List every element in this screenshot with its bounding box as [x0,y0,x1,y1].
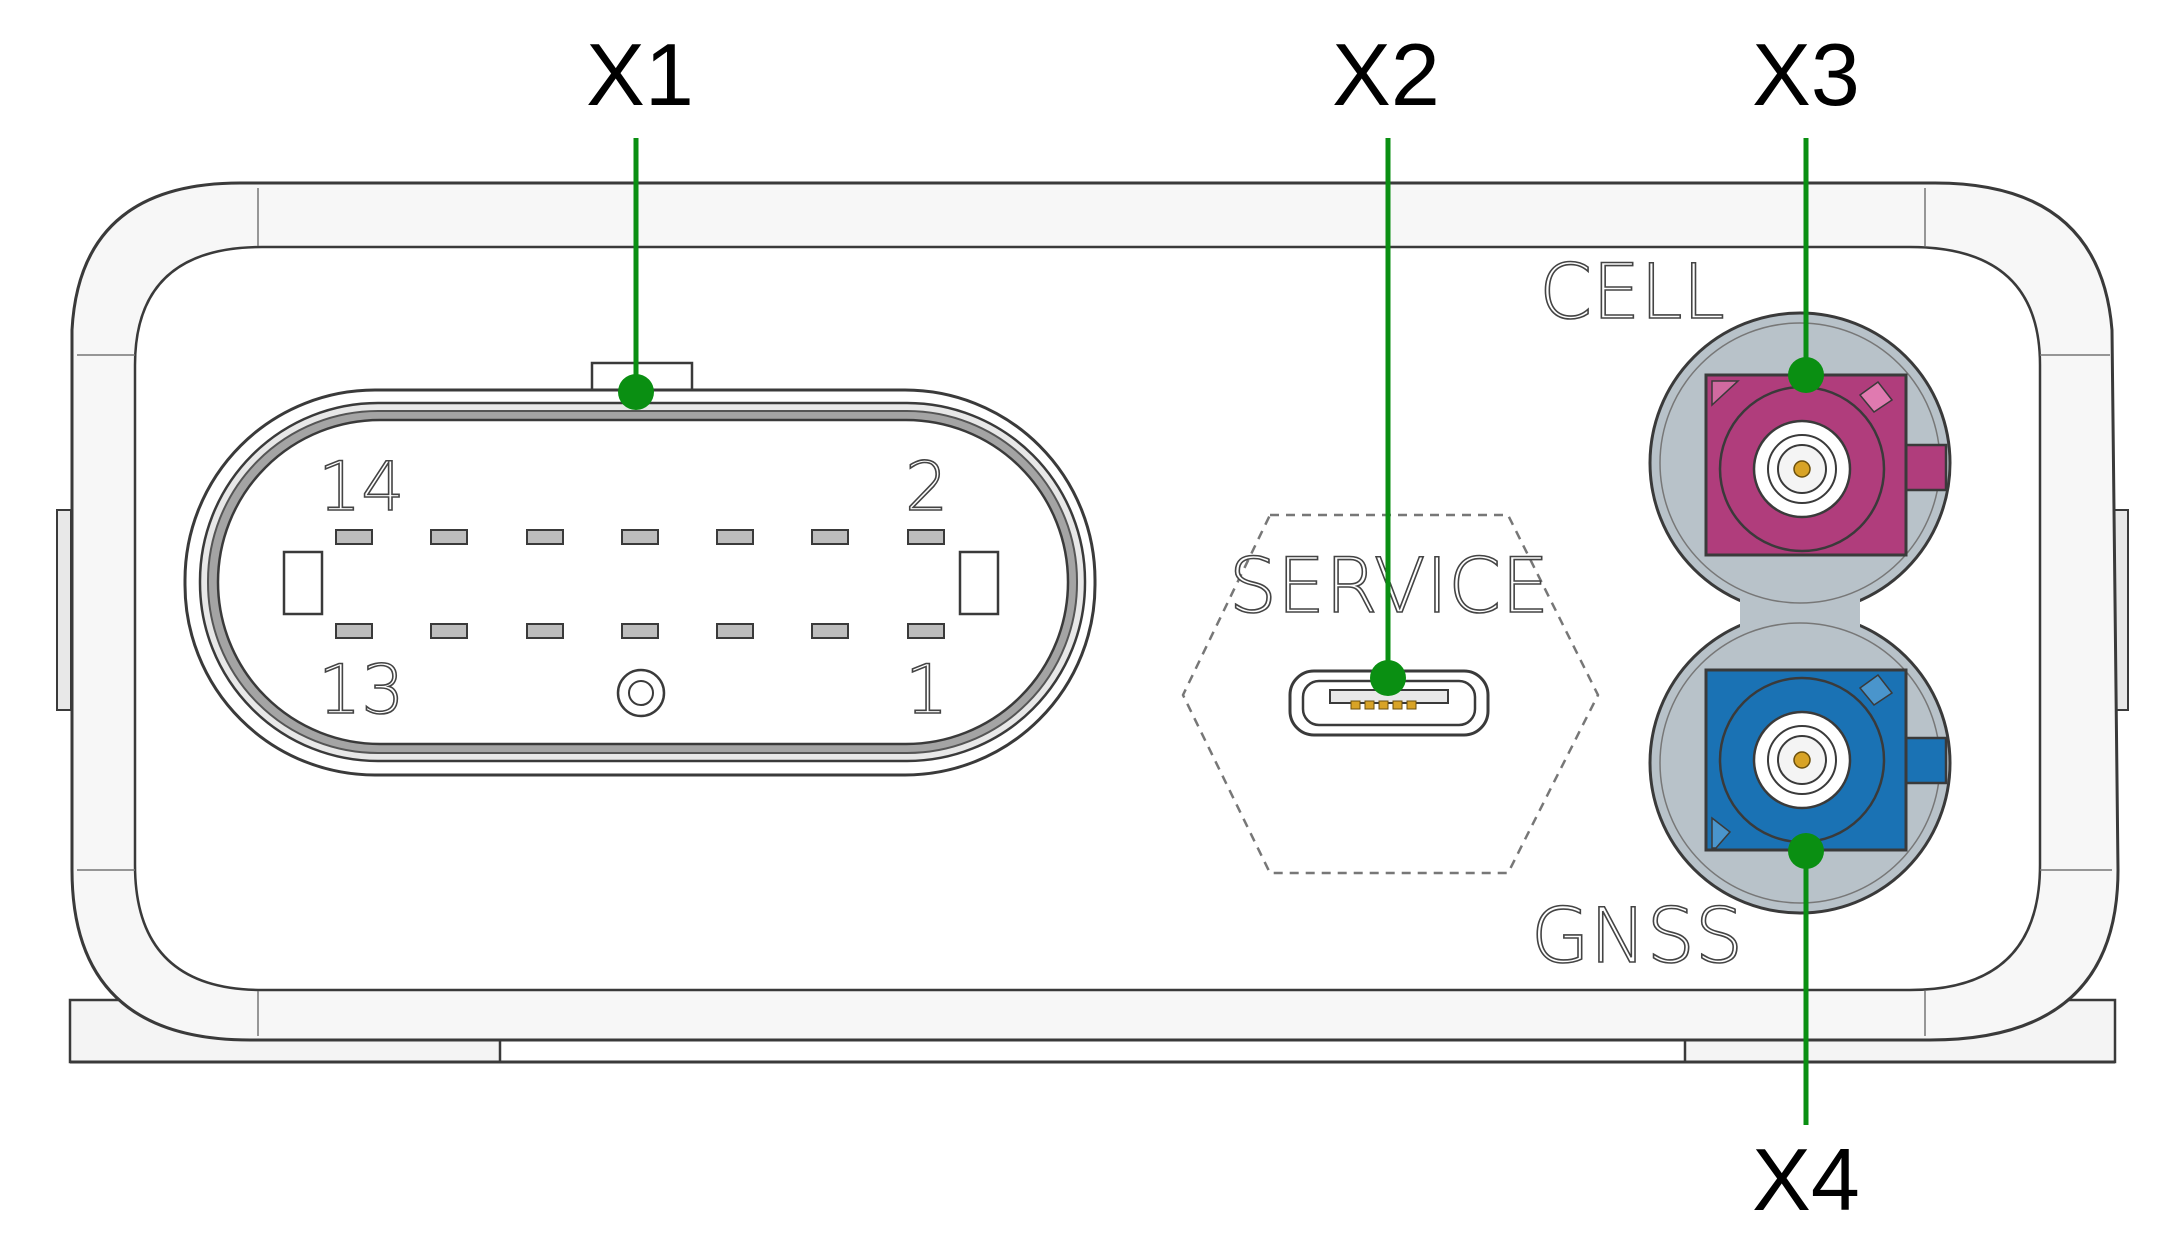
x1-pin [621,529,659,545]
x1-pin-face [216,418,1070,746]
x1-pin-label-2: 2 [905,448,948,527]
x1-pin [526,623,564,639]
x4-gnss-connector [1704,668,1948,852]
x1-pin-row-bottom [335,623,945,639]
x2-leader-dot [1370,660,1406,696]
x1-pin [716,529,754,545]
service-dashed-hexagon [1181,513,1600,875]
x1-pin-row-top [335,529,945,545]
x1-pin [526,529,564,545]
x3-center-pin [1793,460,1811,478]
x4-key-tab [1904,736,1948,785]
callout-leaders [618,138,1824,1125]
x1-pin [335,623,373,639]
x1-pin [621,623,659,639]
x1-pin [716,623,754,639]
x1-pin [811,623,849,639]
x1-pin [335,529,373,545]
rf-connector-sockets: CELL GNSS [1530,246,1952,981]
left-rail [56,509,72,711]
x1-pin [430,529,468,545]
usb-contacts [1350,700,1417,710]
x1-pin-label-13: 13 [318,651,405,730]
x4-leader-dot [1788,833,1824,869]
x1-pin [907,529,945,545]
x3-leader-dot [1788,357,1824,393]
x1-pin [430,623,468,639]
x2-callout-label: X2 [1332,25,1440,124]
cell-label: CELL [1539,247,1725,336]
x1-key-slot-left [282,550,324,616]
x3-cell-connector [1704,373,1948,557]
x3-key-tab [1904,443,1948,492]
x1-callout-label: X1 [586,25,694,124]
x1-connector: 14 2 13 1 [183,361,1097,777]
gnss-label: GNSS [1531,891,1743,980]
x1-pin [907,623,945,639]
x4-center-pin [1793,751,1811,769]
x1-leader-dot [618,374,654,410]
x1-pin-label-14: 14 [318,448,405,527]
x1-pin [811,529,849,545]
x4-callout-label: X4 [1752,1130,1860,1229]
x1-pin-label-1: 1 [905,651,948,730]
x1-key-slot-right [958,550,1000,616]
x3-callout-label: X3 [1752,25,1860,124]
